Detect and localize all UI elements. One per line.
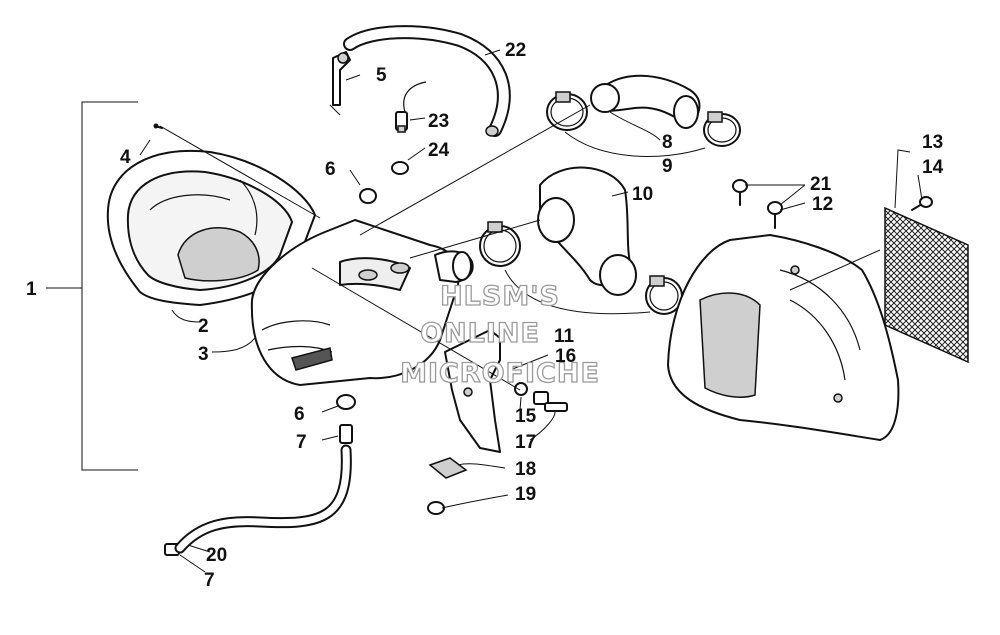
callout-1: 1 [26,279,37,300]
vent-hose-part[interactable] [343,25,511,137]
intake-boot-part[interactable] [537,166,637,296]
callout-19: 19 [515,484,536,505]
grommet-part-24[interactable] [391,161,409,175]
callout-23: 23 [428,111,449,132]
callout-9: 9 [662,156,673,177]
bolt-part-17[interactable] [544,402,568,412]
screw-part-14[interactable] [911,196,933,211]
watermark-line-3: MICROFICHE [400,358,600,389]
watermark: HLSM'S ONLINE MICROFICHE [399,280,600,389]
callout-24: 24 [428,140,450,161]
drain-hose-part[interactable] [174,444,352,554]
grommet-part-6-top[interactable] [359,188,377,204]
callout-17: 17 [515,432,536,453]
callout-6-top: 6 [325,159,336,180]
screw-part-21[interactable] [732,179,748,206]
grommet-part-6-bottom[interactable] [336,394,356,410]
callout-7-bottom: 7 [204,570,215,591]
callout-8: 8 [662,132,673,153]
callout-22: 22 [505,40,526,61]
callout-18: 18 [515,459,536,480]
clamp-part-11b[interactable] [645,275,683,315]
washer-part-16[interactable] [514,382,528,396]
callout-20: 20 [206,545,227,566]
drain-fitting-part-top[interactable] [339,424,353,444]
callout-12: 12 [812,194,833,215]
callout-4: 4 [120,147,131,168]
screw-part-4[interactable] [153,123,163,129]
screen-mesh-part[interactable] [884,206,969,364]
callout-14: 14 [922,157,944,178]
nut-part-15[interactable] [533,391,549,405]
callout-6-bottom: 6 [294,404,305,425]
callout-11: 11 [554,326,575,347]
callout-labels: 1 2 3 4 5 6 6 7 7 8 9 10 11 12 13 14 15 … [26,40,944,591]
leader-lines [139,49,923,573]
clamp-part-9b[interactable] [703,111,741,147]
mounting-bracket-part[interactable] [428,329,501,479]
vent-fitting-part[interactable] [332,51,351,106]
callout-16: 16 [555,346,576,367]
watermark-line-1: HLSM'S [440,281,560,312]
airbox-cover-part[interactable] [106,149,316,306]
callout-7-top: 7 [296,432,307,453]
screw-part-12[interactable] [767,201,783,229]
elbow-boot-part[interactable] [590,74,701,129]
assembly-bracket [46,101,138,471]
nut-part-19[interactable] [427,501,445,515]
callout-10: 10 [632,184,653,205]
watermark-line-2: ONLINE [420,318,540,349]
clamp-part-9a[interactable] [546,91,588,131]
callout-13: 13 [922,132,943,153]
callout-21: 21 [810,174,832,195]
intake-housing-part[interactable] [667,234,900,441]
callout-3: 3 [198,344,209,365]
sensor-part[interactable] [395,81,427,133]
airbox-part[interactable] [250,219,474,386]
callout-15: 15 [515,406,537,427]
callout-2: 2 [198,316,209,337]
clamp-part-11a[interactable] [479,221,521,267]
callout-5: 5 [376,65,387,86]
